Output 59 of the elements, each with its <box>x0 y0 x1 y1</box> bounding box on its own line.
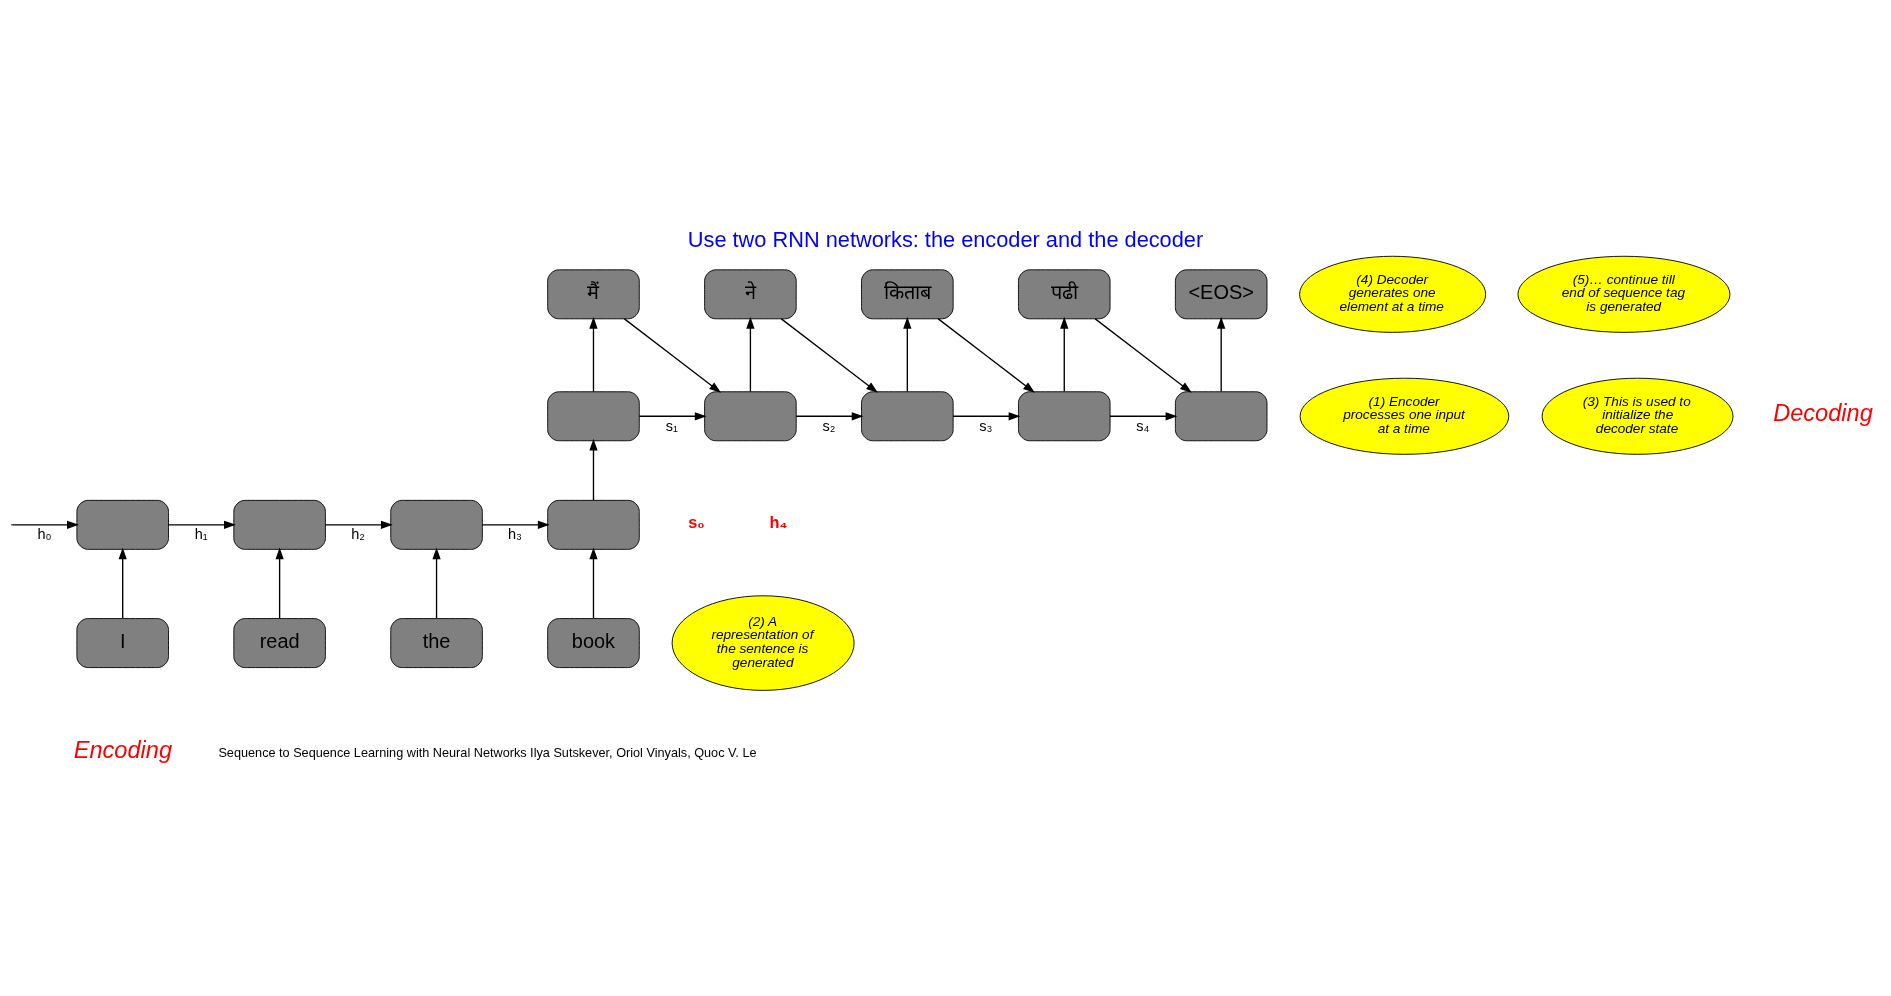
label: Decoding <box>1773 400 1873 427</box>
node-ellipse: (1) Encoder processes one input at a time <box>1299 377 1510 455</box>
node-box: I <box>76 618 169 669</box>
node-box <box>390 499 483 550</box>
arrow <box>118 547 127 619</box>
node-box <box>233 499 326 550</box>
node-box: book <box>547 618 640 669</box>
edge-label: s₂ <box>822 417 836 434</box>
node-box: the <box>390 618 483 669</box>
edge-label: h₁ <box>194 526 208 543</box>
arrow <box>1060 316 1069 393</box>
edge-label: h₃ <box>508 526 523 543</box>
arrow <box>1217 316 1226 393</box>
arrow <box>952 412 1021 421</box>
node-box: read <box>233 618 326 669</box>
node-box <box>76 499 169 550</box>
arrow <box>481 520 550 529</box>
arrow <box>1094 318 1192 393</box>
node-box: ने <box>704 269 797 320</box>
arrow <box>623 318 722 393</box>
label: Encoding <box>73 737 173 764</box>
edge-label: s₃ <box>979 417 993 434</box>
edge-label: h₀ <box>37 526 52 543</box>
node-ellipse: (2) A representation of the sentence is generated <box>671 595 855 691</box>
diagram-title: Use two RNN networks: the encoder and the decoder <box>687 226 1204 252</box>
arrow <box>432 547 441 619</box>
arrow <box>167 520 236 529</box>
node-ellipse: (5)… continue till end of sequence tag is generated <box>1517 255 1731 333</box>
edge-label: s₁ <box>665 417 679 434</box>
node-ellipse: (4) Decoder generates one element at a time <box>1299 255 1487 333</box>
arrow <box>275 547 284 619</box>
node-box <box>547 499 640 550</box>
arrow <box>937 318 1035 393</box>
node-box <box>547 391 640 442</box>
arrow <box>795 412 864 421</box>
arrow <box>324 520 393 529</box>
arrow <box>589 547 598 619</box>
arrow <box>746 316 755 393</box>
arrow <box>1109 412 1178 421</box>
node-box: किताब <box>861 269 954 320</box>
arrow <box>780 318 878 393</box>
node-box <box>704 391 797 442</box>
arrow <box>638 412 707 421</box>
arrow <box>589 316 598 393</box>
edge-label: s₄ <box>1136 417 1150 434</box>
label: h₄ <box>769 512 788 531</box>
label: s₀ <box>688 512 705 531</box>
node-ellipse: (3) This is used to initialize the decoder state <box>1541 377 1734 455</box>
node-box <box>861 391 954 442</box>
node-box: <EOS> <box>1174 269 1268 320</box>
node-box <box>1018 391 1111 442</box>
arrow <box>903 316 912 393</box>
arrow <box>12 520 79 529</box>
arrow <box>589 438 598 501</box>
node-box <box>1174 391 1268 442</box>
node-box: पढी <box>1018 269 1111 320</box>
edge-label: h₂ <box>351 526 365 543</box>
label: Sequence to Sequence Learning with Neural Networks Ilya Sutskever, Oriol Vinyals, Quoc V. Le <box>218 745 757 760</box>
node-box: मैं <box>547 269 640 320</box>
